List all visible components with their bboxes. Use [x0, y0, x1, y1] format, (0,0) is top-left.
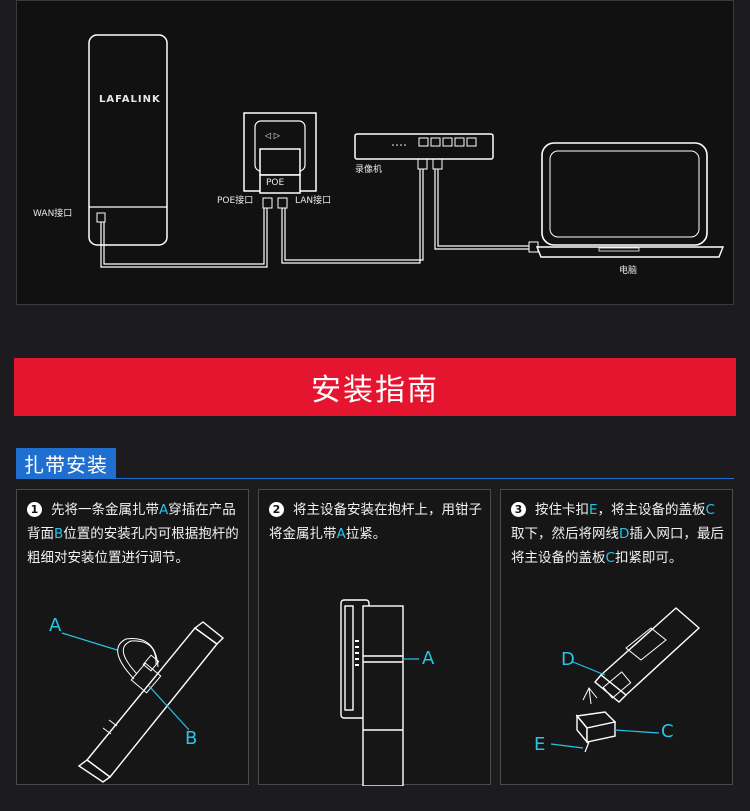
- section-divider: [16, 478, 734, 479]
- section-tag: 扎带安装: [16, 448, 116, 478]
- install-guide-banner: 安装指南: [14, 358, 736, 416]
- brand-logo: LAFALINK: [99, 94, 161, 105]
- pc-label: 电脑: [619, 266, 638, 276]
- callout-a: A: [49, 615, 62, 636]
- poe-adapter-shape: [259, 148, 301, 176]
- banner-title: 安装指南: [311, 373, 439, 408]
- laptop-shape: [541, 142, 708, 246]
- step-2-number: 2: [269, 502, 284, 517]
- callout-d: D: [561, 649, 575, 670]
- connection-diagram: ◁ ▷ LAFALINK WAN接口 POE: [16, 0, 734, 305]
- callout-e: E: [534, 734, 546, 755]
- cpe-device-shape: [88, 34, 168, 246]
- step-1-number: 1: [27, 502, 42, 517]
- step-2-illustration: [340, 599, 419, 786]
- callout-c: C: [661, 721, 674, 742]
- poe-label: POE: [266, 178, 285, 188]
- callout-b: B: [185, 728, 198, 749]
- poe-port-label: POE接口: [217, 196, 254, 206]
- svg-text:◁ ▷: ◁ ▷: [264, 131, 281, 140]
- lan-label: LAN接口: [295, 196, 332, 206]
- callout-a: A: [422, 648, 435, 669]
- step-1-illustration: [61, 621, 225, 783]
- nvr-label: 录像机: [355, 165, 383, 175]
- step-3-number: 3: [511, 502, 526, 517]
- step-3-illustration: [550, 607, 701, 753]
- diagram-lines: ◁ ▷: [88, 34, 725, 268]
- wan-label: WAN接口: [33, 209, 73, 219]
- section-title: 扎带安装: [24, 452, 108, 477]
